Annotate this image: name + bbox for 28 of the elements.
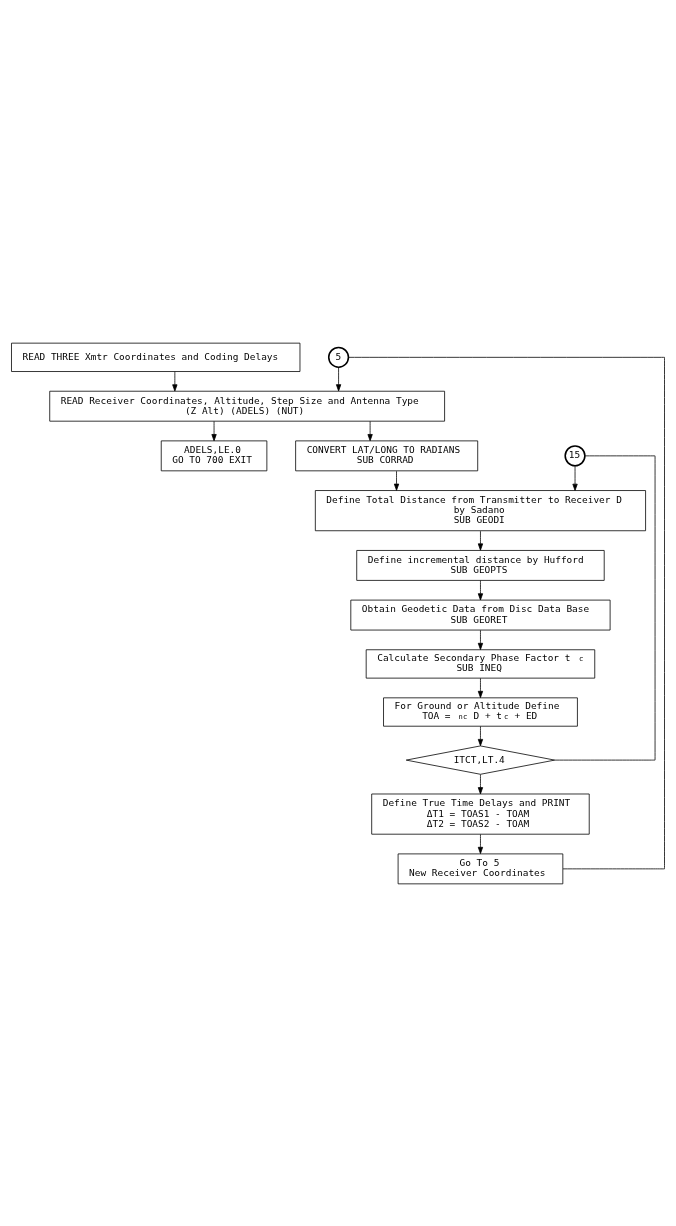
arrow: [477, 773, 484, 794]
arrow: [477, 530, 484, 551]
arrow: [367, 420, 373, 441]
arrow: [336, 366, 342, 391]
node-box: Define Total Distance from Transmitter to Receiver D by Sadano SUB GEODI: [314, 489, 646, 531]
arrow: [477, 629, 484, 650]
arrow: [393, 470, 400, 491]
node-box: Obtain Geodetic Data from Disc Data Base SUB GEORET: [350, 599, 611, 630]
node-box: Define incremental distance by Hufford SUB GEOPTS: [356, 549, 605, 581]
node-circle: 15: [564, 444, 586, 466]
node-box: ADELS,LE.0 GO TO 700 EXIT: [160, 440, 268, 471]
node-diamond: ITCT,LT.4: [405, 745, 556, 775]
node-box: For Ground or Altitude Define TOA = nc D + tc + ED: [383, 696, 578, 727]
arrow: [477, 579, 484, 600]
node-box: CONVERT LAT/LONG TO RADIANS SUB CORRAD: [295, 440, 479, 471]
arrow: [211, 420, 217, 441]
node-box: READ THREE Xmtr Coordinates and Coding Delays: [11, 342, 301, 372]
connector: [554, 454, 656, 760]
connector: [348, 356, 665, 869]
node-box: READ Receiver Coordinates, Altitude, Step Size and Antenna Type (Z Alt) (ADELS) (NUT): [49, 390, 445, 422]
arrow: [172, 370, 178, 391]
node-box: Go To 5 New Receiver Coordinates: [397, 853, 564, 884]
arrow: [477, 677, 484, 698]
node-box: Define True Time Delays and PRINT ΔT1 = TOAS1 - TOAM ΔT2 = TOAS2 - TOAM: [371, 793, 590, 835]
arrow: [477, 833, 484, 854]
arrow: [572, 465, 578, 491]
arrow: [477, 725, 484, 746]
node-circle: 5: [327, 346, 350, 368]
